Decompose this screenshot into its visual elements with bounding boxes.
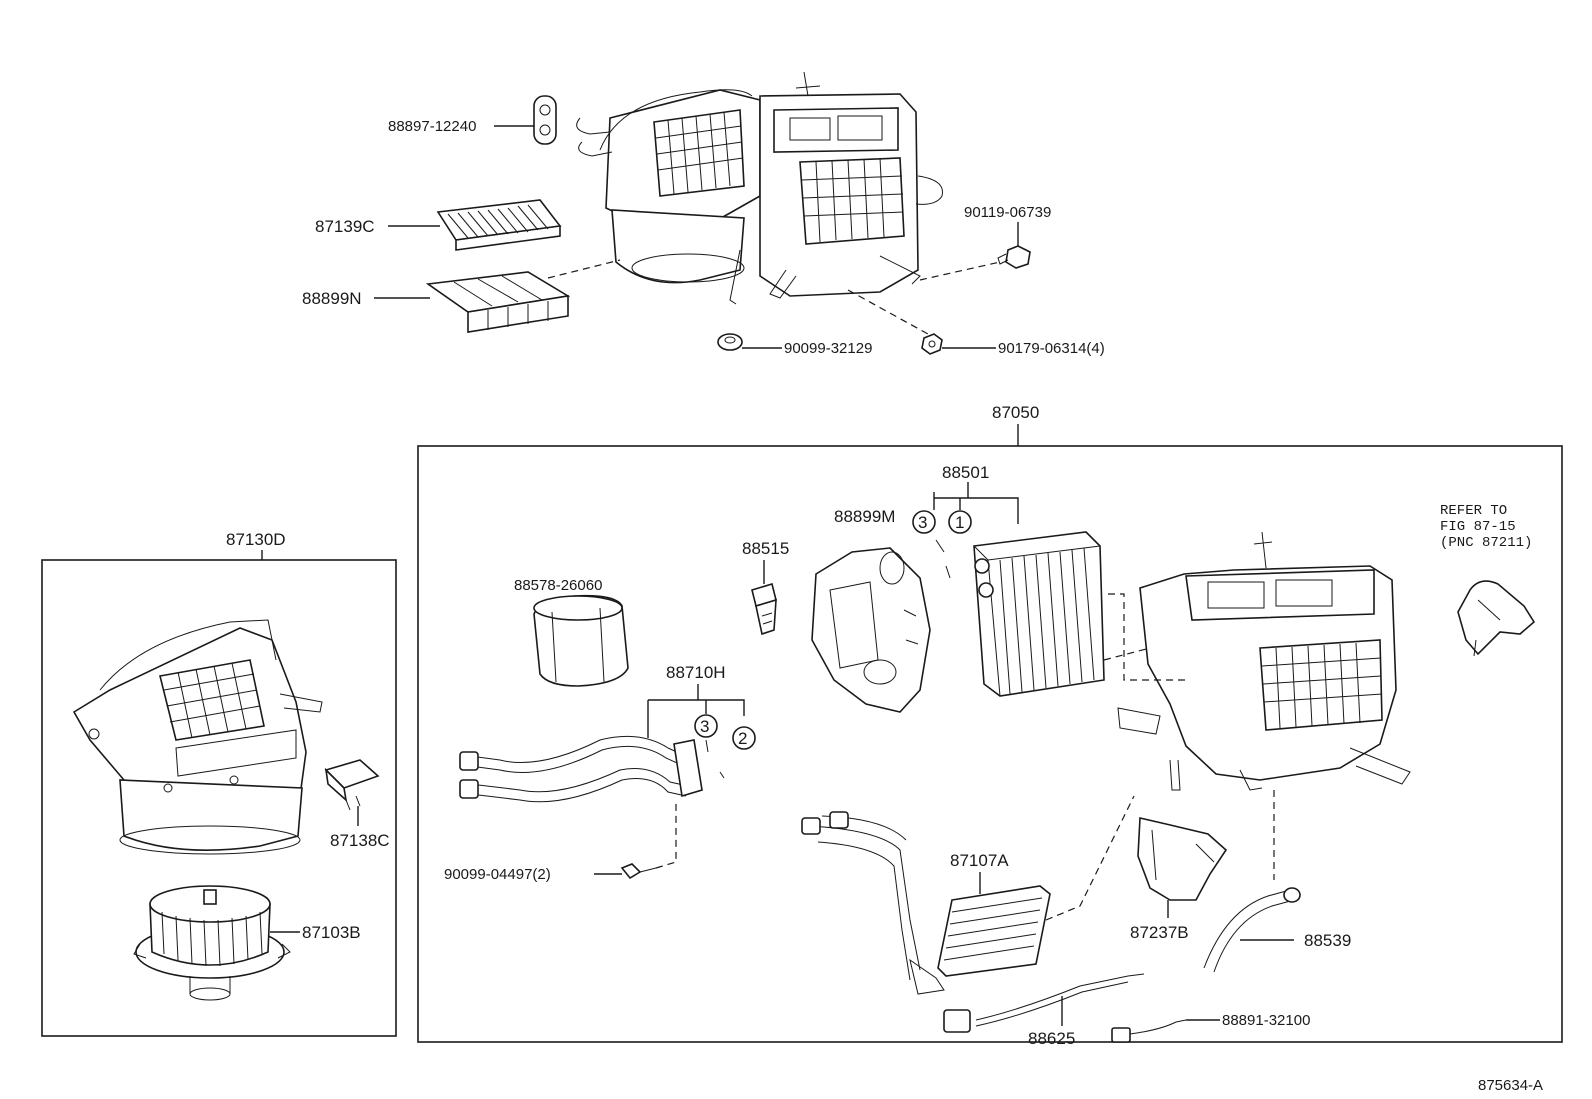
- callout-88891: 88891-32100: [1222, 1012, 1310, 1029]
- callout-87050: 87050: [992, 403, 1039, 422]
- sleeve-88578-part: [533, 594, 629, 687]
- callout-88515: 88515: [742, 539, 789, 558]
- dash-90179: [847, 289, 929, 335]
- callout-87107a: 87107A: [950, 851, 1009, 870]
- callout-90099-32129: 90099-32129: [784, 340, 872, 357]
- callout-90099-04497: 90099-04497(2): [444, 866, 551, 883]
- blower-motor-87103b-part: [133, 885, 291, 1001]
- refer-note-line1: REFER TO: [1440, 503, 1507, 519]
- grommet-90099-32129-part: [717, 333, 743, 351]
- evaporator-88501-part: [973, 531, 1105, 697]
- callout-88899m: 88899M: [834, 507, 895, 526]
- callout-90119: 90119-06739: [964, 204, 1051, 221]
- oring-evaporator: [935, 539, 951, 579]
- blower-case-part: [72, 619, 323, 855]
- resistor-87138c-part: [324, 759, 380, 811]
- drain-hose-88539-part: [1203, 887, 1301, 973]
- callout-87237b: 87237B: [1130, 923, 1189, 942]
- figure-id: 875634-A: [1478, 1077, 1543, 1094]
- sensor-88891-part: [1111, 1019, 1187, 1043]
- assembly-87130d-frame: [41, 559, 397, 1037]
- callout-87139c: 87139C: [315, 217, 375, 236]
- callout-88710h: 88710H: [666, 663, 726, 682]
- assembly-87050-frame: [417, 445, 1563, 1043]
- callout-88539: 88539: [1304, 931, 1351, 950]
- bolt-90119-part: [997, 245, 1031, 269]
- bracket-88710h: [647, 684, 745, 738]
- callout-90179: 90179-06314(4): [998, 340, 1105, 357]
- circled-ref-3-pipe: 3: [694, 714, 718, 738]
- seal-plate-88897-part: [533, 95, 557, 145]
- oring-pipe: [705, 739, 725, 779]
- dash-88899n: [547, 259, 621, 279]
- svg-text:2: 2: [738, 729, 747, 748]
- heater-core-87107a-part: [801, 811, 1051, 995]
- refer-note-line3: (PNC 87211): [1440, 535, 1532, 551]
- dash-90099-04497: [655, 800, 677, 869]
- duct-87237b-part: [1137, 817, 1228, 901]
- callout-88899n: 88899N: [302, 289, 362, 308]
- dash-87107a: [1045, 795, 1135, 921]
- hvac-unit-top: [576, 71, 943, 305]
- callout-88897: 88897-12240: [388, 118, 476, 135]
- svg-text:3: 3: [700, 717, 709, 736]
- svg-text:1: 1: [955, 513, 964, 532]
- dash-evaporator-case-a: [1108, 593, 1190, 681]
- callout-88578: 88578-26060: [514, 577, 602, 594]
- circled-ref-2-pipe: 2: [732, 726, 756, 750]
- callout-87103b: 87103B: [302, 923, 361, 942]
- dash-90119: [919, 261, 1001, 281]
- callout-87138c: 87138C: [330, 831, 390, 850]
- svg-text:3: 3: [918, 513, 927, 532]
- pipe-88710h-part: [459, 735, 703, 803]
- filter-case-88899n-part: [425, 271, 571, 333]
- callout-87130d: 87130D: [226, 530, 286, 549]
- callout-88625: 88625: [1028, 1029, 1075, 1048]
- nut-90179-part: [921, 333, 943, 355]
- circled-ref-3-evaporator: 3: [912, 510, 936, 534]
- wire-88625-part: [943, 973, 1145, 1033]
- bracket-88501: [933, 482, 1019, 524]
- refer-note-line2: FIG 87-15: [1440, 519, 1516, 535]
- bolt-90099-04497-part: [620, 863, 657, 880]
- air-filter-87139c-part: [436, 199, 562, 251]
- plug-88515-part: [751, 582, 777, 636]
- circled-ref-1-evaporator: 1: [948, 510, 972, 534]
- dash-evaporator-case-b: [1103, 647, 1151, 661]
- callout-88501: 88501: [942, 463, 989, 482]
- hvac-case-main-part: [1117, 531, 1411, 791]
- case-88899m-part: [811, 547, 931, 713]
- servo-87211-part: [1457, 580, 1536, 657]
